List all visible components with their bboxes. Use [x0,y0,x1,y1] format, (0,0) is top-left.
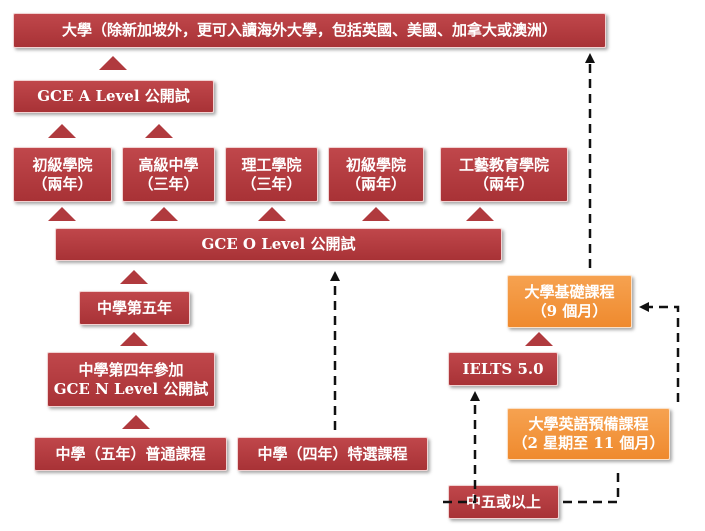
gce-o-level-label: GCE O Level 公開試 [201,235,356,253]
high-school-line2: （三年） [138,174,199,193]
gce-a-level-box: GCE A Level 公開試 [13,80,214,113]
triangle-up-icon [48,124,76,138]
polytechnic-line1: 理工學院 [241,155,302,174]
triangle-up-icon [150,207,178,221]
junior-college-1-line1: 初級學院 [32,155,93,174]
foundation-line1: 大學基礎課程 [524,282,615,301]
junior-college-1-line2: （兩年） [32,174,93,193]
triangle-up-icon [120,332,148,346]
dashed-paths [330,53,680,504]
triangle-up-icon [466,207,494,221]
university-box: 大學（除新加坡外，更可入讀海外大學，包括英國、美國、加拿大或澳洲） [13,13,606,48]
form-5-label: 中五或以上 [465,492,541,511]
university-label: 大學（除新加坡外，更可入讀海外大學，包括英國、美國、加拿大或澳洲） [61,21,557,39]
polytechnic-box: 理工學院 （三年） [225,147,318,202]
ite-line1: 工藝教育學院 [458,155,549,174]
triangle-up-icon [99,56,127,70]
english-prep-box: 大學英語預備課程 （2 星期至 11 個月） [507,408,670,460]
high-school-line1: 高級中學 [138,155,199,174]
polytechnic-line2: （三年） [241,174,302,193]
junior-college-box-2: 初級學院 （兩年） [328,147,424,202]
triangle-up-icon [258,207,286,221]
secondary-5-box: 中學第五年 [79,291,190,325]
foundation-course-box: 大學基礎課程 （9 個月） [507,275,632,328]
normal-course-label: 中學（五年）普通課程 [55,444,206,463]
junior-college-2-line1: 初級學院 [345,155,406,174]
english-prep-line2: （2 星期至 11 個月） [512,434,665,452]
triangle-up-icon [120,270,148,284]
foundation-line2: （9 個月） [531,301,608,320]
progression-triangles [48,56,553,429]
normal-course-box: 中學（五年）普通課程 [34,437,227,471]
ielts-label: IELTS 5.0 [462,359,544,378]
secondary-4-line2: GCE N Level 公開試 [53,379,209,398]
high-school-box: 高級中學 （三年） [122,147,215,202]
form5-to-english-prep-line [563,467,620,504]
secondary-5-label: 中學第五年 [96,298,172,317]
triangle-up-icon [48,207,76,221]
triangle-up-icon [122,415,150,429]
form5-to-ielts-arrow [443,391,480,504]
express-course-label: 中學（四年）特選課程 [257,444,408,463]
secondary-4-line1: 中學第四年參加 [78,360,184,379]
triangle-up-icon [362,207,390,221]
ielts-box: IELTS 5.0 [448,352,558,386]
gce-o-level-box: GCE O Level 公開試 [55,228,502,261]
triangle-up-icon [525,332,553,346]
english-prep-to-foundation-arrow [639,302,680,402]
gce-a-level-label: GCE A Level 公開試 [37,87,190,105]
express-course-box: 中學（四年）特選課程 [237,437,428,471]
secondary-4-n-level-box: 中學第四年參加 GCE N Level 公開試 [47,352,215,407]
ite-box: 工藝教育學院 （兩年） [440,147,568,202]
ite-line2: （兩年） [473,174,534,193]
junior-college-box-1: 初級學院 （兩年） [13,147,112,202]
triangle-up-icon [145,124,173,138]
junior-college-2-line2: （兩年） [345,174,406,193]
english-prep-line1: 大學英語預備課程 [528,415,649,433]
